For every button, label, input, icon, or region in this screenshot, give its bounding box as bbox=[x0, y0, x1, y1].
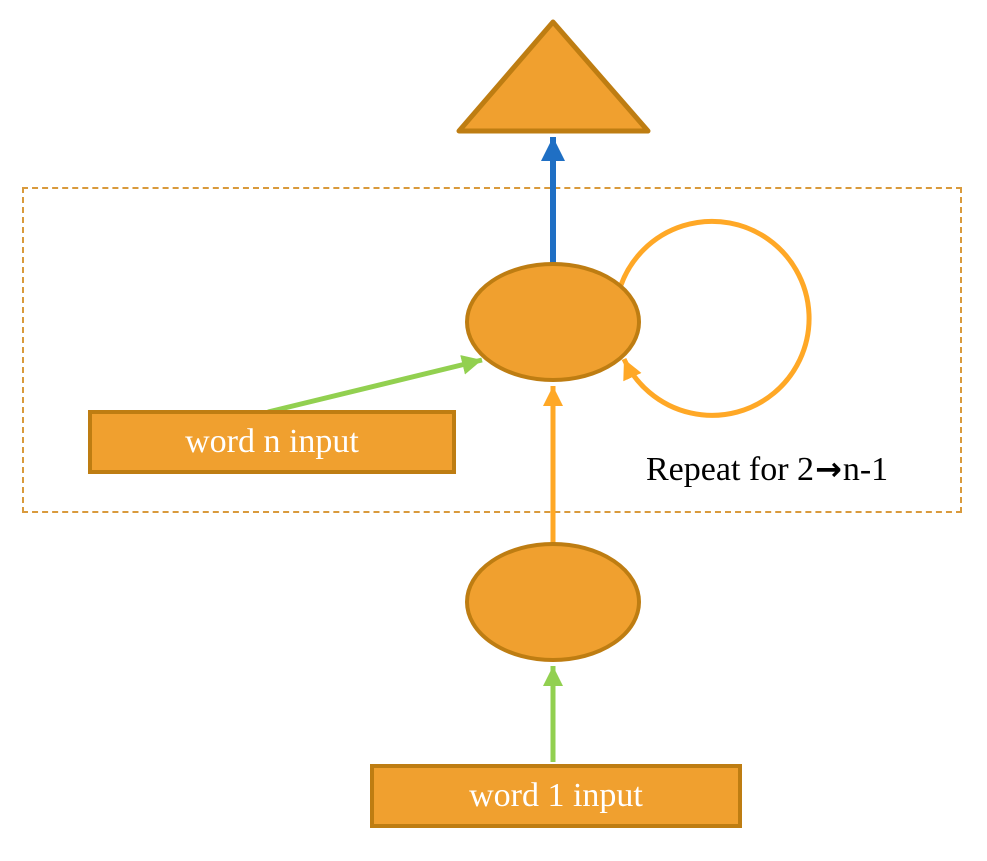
output-triangle bbox=[456, 19, 651, 134]
word-n-input-label: word n input bbox=[185, 423, 359, 460]
right-arrow-icon: → bbox=[815, 450, 842, 488]
word-n-input-box: word n input bbox=[88, 410, 456, 474]
word-1-input-label: word 1 input bbox=[469, 777, 643, 814]
repeat-region-dashed-box bbox=[22, 187, 962, 513]
hidden-node-lower bbox=[465, 542, 641, 662]
word-1-input-box: word 1 input bbox=[370, 764, 742, 828]
repeat-annotation-prefix: Repeat for 2 bbox=[646, 451, 815, 488]
repeat-annotation: Repeat for 2→n-1 bbox=[646, 450, 888, 489]
repeat-annotation-suffix: n-1 bbox=[842, 451, 889, 488]
